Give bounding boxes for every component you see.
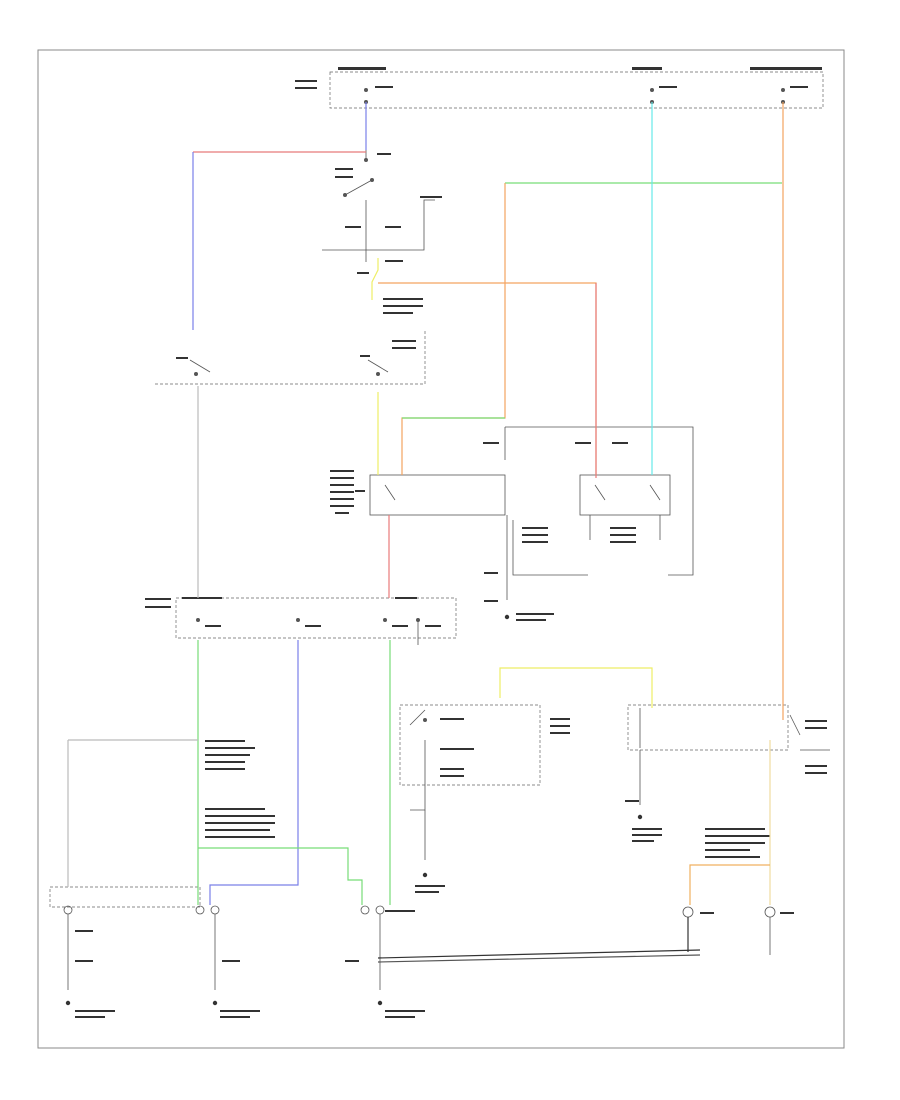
drl-ground	[484, 545, 554, 621]
power-distribution-box	[295, 67, 824, 109]
central-junction-box	[145, 597, 457, 645]
left-headlamp	[195, 905, 260, 1018]
dimmer-switch	[155, 298, 426, 385]
right-headlamp	[345, 905, 425, 1018]
headlamp-switch-labels	[205, 740, 770, 858]
fog-lamp-switch	[399, 704, 570, 893]
headlamp-switch	[322, 102, 442, 274]
high-beam-indicator	[49, 886, 201, 1018]
fog-lamps	[682, 906, 794, 955]
diagram-frame	[37, 49, 845, 1049]
wiring-harness	[67, 102, 784, 963]
drl-module	[330, 426, 694, 576]
fog-lamp-relay	[625, 704, 830, 842]
